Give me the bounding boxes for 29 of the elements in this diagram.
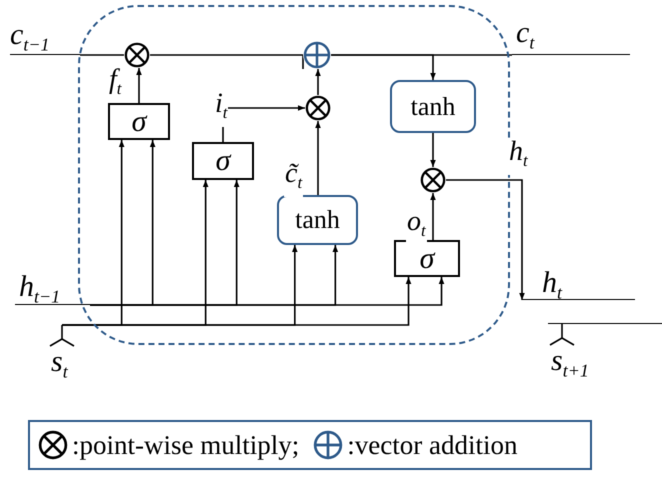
multiply-operator — [124, 42, 150, 68]
arrow — [430, 133, 436, 167]
edge-label: h$_{t}$ — [508, 138, 529, 175]
activation-box: tanh — [277, 195, 358, 245]
arrow — [136, 68, 142, 103]
legend-text: :vector addition — [347, 430, 518, 460]
arrow — [315, 121, 321, 195]
arrow — [430, 193, 436, 240]
arrow — [90, 277, 444, 306]
variable-label: h$_{t−1}$ — [15, 272, 90, 305]
activation-box: tanh — [390, 80, 476, 133]
variable-label: s$_{t}$ — [50, 347, 69, 384]
arrow — [62, 277, 412, 326]
multiply-operator — [305, 95, 331, 121]
legend-text: :point-wise multiply; — [72, 430, 300, 460]
variable-label: h$_{t}$ — [522, 268, 635, 300]
gate-box: σ — [192, 142, 254, 180]
gate-box: σ — [108, 103, 170, 140]
arrow — [315, 69, 321, 95]
gate-box: σ — [394, 240, 460, 277]
variable-label: c$_{t−1}$ — [10, 20, 80, 55]
arrow — [331, 54, 436, 80]
connector-line — [150, 54, 304, 69]
variable-label: c$_{t}$ — [512, 18, 630, 55]
connector-line — [80, 54, 124, 56]
arrow — [446, 179, 525, 300]
multiply-operator — [420, 167, 446, 193]
addition-operator — [303, 41, 331, 69]
variable-label: s$_{t+1}$ — [550, 346, 590, 382]
